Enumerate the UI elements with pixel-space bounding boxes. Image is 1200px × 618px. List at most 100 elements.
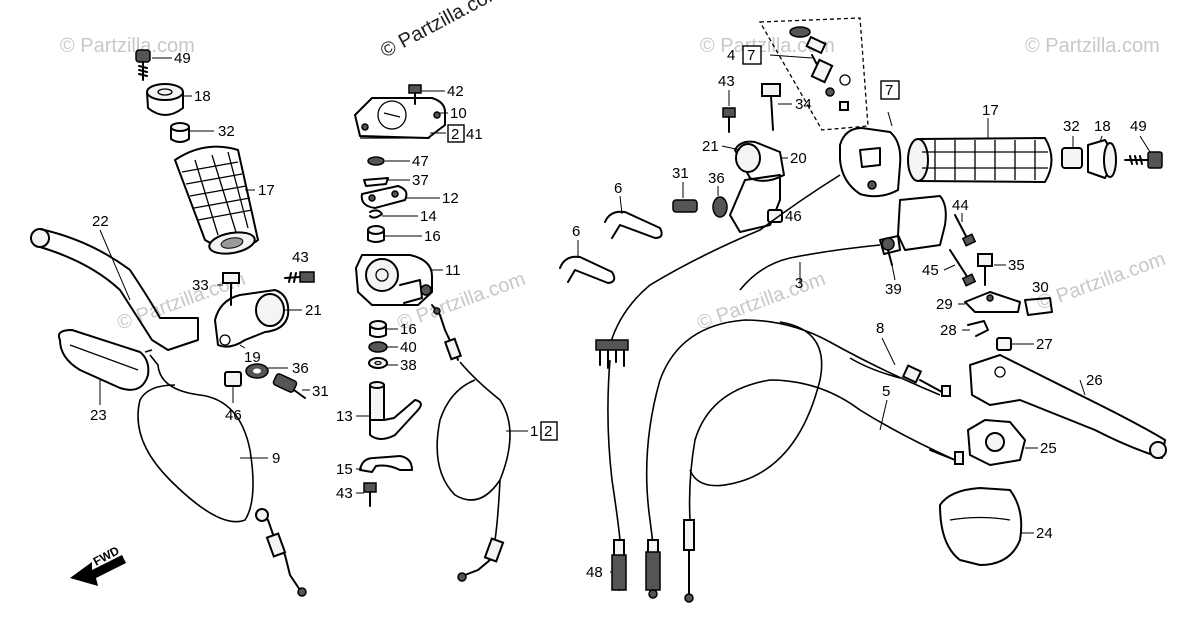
callout-10: 10 (450, 105, 467, 122)
callout-21-left: 21 (305, 302, 322, 319)
callout-43-middle: 43 (336, 485, 353, 502)
callout-7-box: 7 (885, 82, 893, 99)
callout-22: 22 (92, 213, 109, 230)
callout-38: 38 (400, 357, 417, 374)
part-32-collar-right (1061, 147, 1083, 169)
part-7-switch-housing (839, 127, 902, 198)
part-49-bolt-right (1124, 151, 1163, 169)
part-29-brake-switch (964, 291, 1021, 313)
callout-42: 42 (447, 83, 464, 100)
part-45-screw (949, 249, 977, 287)
part-12-link-plate (360, 185, 408, 209)
callout-labels: 49 18 32 17 22 43 33 21 19 36 31 46 23 9… (90, 47, 1147, 581)
part-46-nut-left (224, 371, 242, 387)
part-16-collar-upper (367, 225, 385, 243)
ref-box-4 (742, 45, 762, 65)
part-30-adjuster-cap (1024, 297, 1053, 316)
part-5-rear-brake-cable (688, 379, 964, 521)
part-18-bar-end-right (1087, 139, 1117, 179)
callout-16-upper: 16 (424, 228, 441, 245)
part-11-throttle-housing (355, 254, 433, 306)
part-6-wire-clip-upper (604, 210, 663, 239)
watermark-main: © Partzilla.com (377, 0, 506, 62)
callout-36-left: 36 (292, 360, 309, 377)
callout-41: 41 (466, 126, 483, 143)
callout-20: 20 (790, 150, 807, 167)
callout-46-left: 46 (225, 407, 242, 424)
part-26-brake-lever (969, 354, 1167, 459)
callout-46-right: 46 (785, 208, 802, 225)
leader-lines (99, 54, 1151, 573)
callout-1: 1· (530, 423, 543, 440)
part-4-switch-internals (758, 17, 869, 131)
part-40-washer (368, 341, 388, 353)
callout-8: 8 (876, 320, 884, 337)
callout-44: 44 (952, 197, 969, 214)
callout-17-right: 17 (982, 102, 999, 119)
callout-43-left: 43 (292, 249, 309, 266)
callout-6-lower: 6 (572, 223, 580, 240)
part-36-washer-left (245, 363, 269, 379)
part-37-spring-washer (363, 177, 389, 187)
part-43-screw-right (722, 107, 736, 133)
callout-41-box: 2 (451, 126, 459, 143)
part-22-clutch-lever (30, 228, 199, 351)
cable-loop-outer (607, 321, 823, 541)
callout-25: 25 (1040, 440, 1057, 457)
callout-4: 4 (727, 47, 735, 64)
part-1-throttle-cable (431, 304, 511, 582)
callout-48: 48 (586, 564, 603, 581)
part-43-screw-left (284, 271, 315, 283)
callout-35: 35 (1008, 257, 1025, 274)
callout-29: 29 (936, 296, 953, 313)
callout-6-upper: 6 (614, 180, 622, 197)
part-24-lever-cover-right (939, 487, 1023, 566)
fwd-arrow-indicator: FWD (70, 543, 126, 586)
part-21-lever-holder-right (734, 140, 785, 182)
part-15-clamp (359, 455, 413, 473)
callout-27: 27 (1036, 336, 1053, 353)
callout-23: 23 (90, 407, 107, 424)
callout-19: 19 (244, 349, 261, 366)
part-44-screw (954, 214, 977, 247)
callout-28: 28 (940, 322, 957, 339)
watermark: © Partzilla.com (694, 268, 828, 335)
watermark: © Partzilla.com (700, 35, 835, 57)
part-34-bolt (761, 83, 781, 131)
callout-24: 24 (1036, 525, 1053, 542)
callout-39: 39 (885, 281, 902, 298)
watermark: © Partzilla.com (1034, 248, 1168, 315)
part-20-bracket (729, 174, 781, 233)
part-8-front-brake-cable (645, 319, 951, 561)
part-32-collar-left (170, 122, 190, 143)
watermark: © Partzilla.com (60, 35, 195, 57)
callout-18-left: 18 (194, 88, 211, 105)
part-3-switch-harness (595, 174, 881, 369)
callout-3: 3 (795, 275, 803, 292)
ref-box-41 (447, 124, 465, 143)
part-28-clip (967, 320, 989, 337)
callout-33: 33 (192, 277, 209, 294)
callout-47: 47 (412, 153, 429, 170)
ref-box-1 (540, 421, 558, 441)
callout-13: 13 (336, 408, 353, 425)
part-48-cable-ends (611, 519, 695, 603)
part-38-washer (368, 357, 388, 369)
part-35-bolt (977, 253, 993, 286)
callout-43-right: 43 (718, 73, 735, 90)
part-27-nut (996, 337, 1012, 351)
part-10-throttle-cover (354, 97, 446, 139)
part-6-wire-clip-lower (559, 255, 616, 284)
part-switch-lower-housing (879, 195, 947, 255)
part-31-adjuster-right (672, 199, 698, 213)
part-17-grip-left (174, 145, 259, 255)
callout-15: 15 (336, 461, 353, 478)
callout-17-left: 17 (258, 182, 275, 199)
callout-12: 12 (442, 190, 459, 207)
callout-4-box: 7 (747, 47, 755, 64)
callout-21-right: 21 (702, 138, 719, 155)
ref-box-7 (880, 80, 900, 100)
part-23-lever-cover-left (57, 329, 150, 391)
callout-9: 9 (272, 450, 280, 467)
